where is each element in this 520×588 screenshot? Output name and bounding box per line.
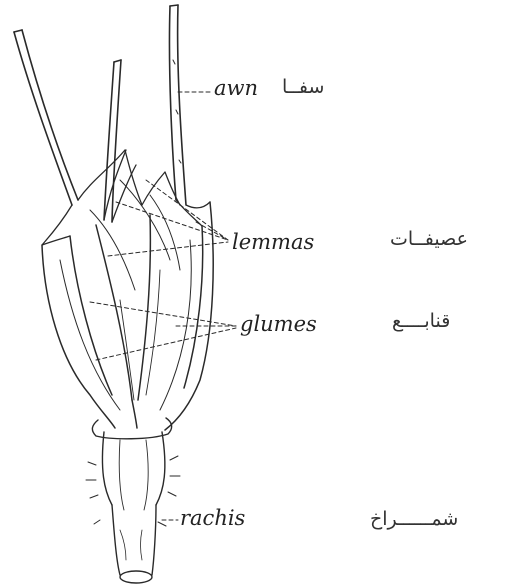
lemmas-leader-2 <box>146 180 228 240</box>
glumes-leader-1 <box>90 302 236 326</box>
leader-lines <box>90 92 236 520</box>
label-rachis: rachis <box>180 506 245 530</box>
label-awn: awn <box>214 76 258 100</box>
rachis-drawing <box>86 418 180 583</box>
label-glumes: glumes <box>240 312 317 336</box>
awns <box>14 5 186 222</box>
label-glumes-arabic: قنابــــع <box>392 310 450 332</box>
label-rachis-arabic: شمــــــراخ <box>370 508 458 530</box>
label-awn-arabic: سفــا <box>282 76 324 98</box>
label-lemmas: lemmas <box>232 230 314 254</box>
glumes-leader-2 <box>96 328 236 360</box>
label-lemmas-arabic: عصيفــات <box>390 228 468 250</box>
